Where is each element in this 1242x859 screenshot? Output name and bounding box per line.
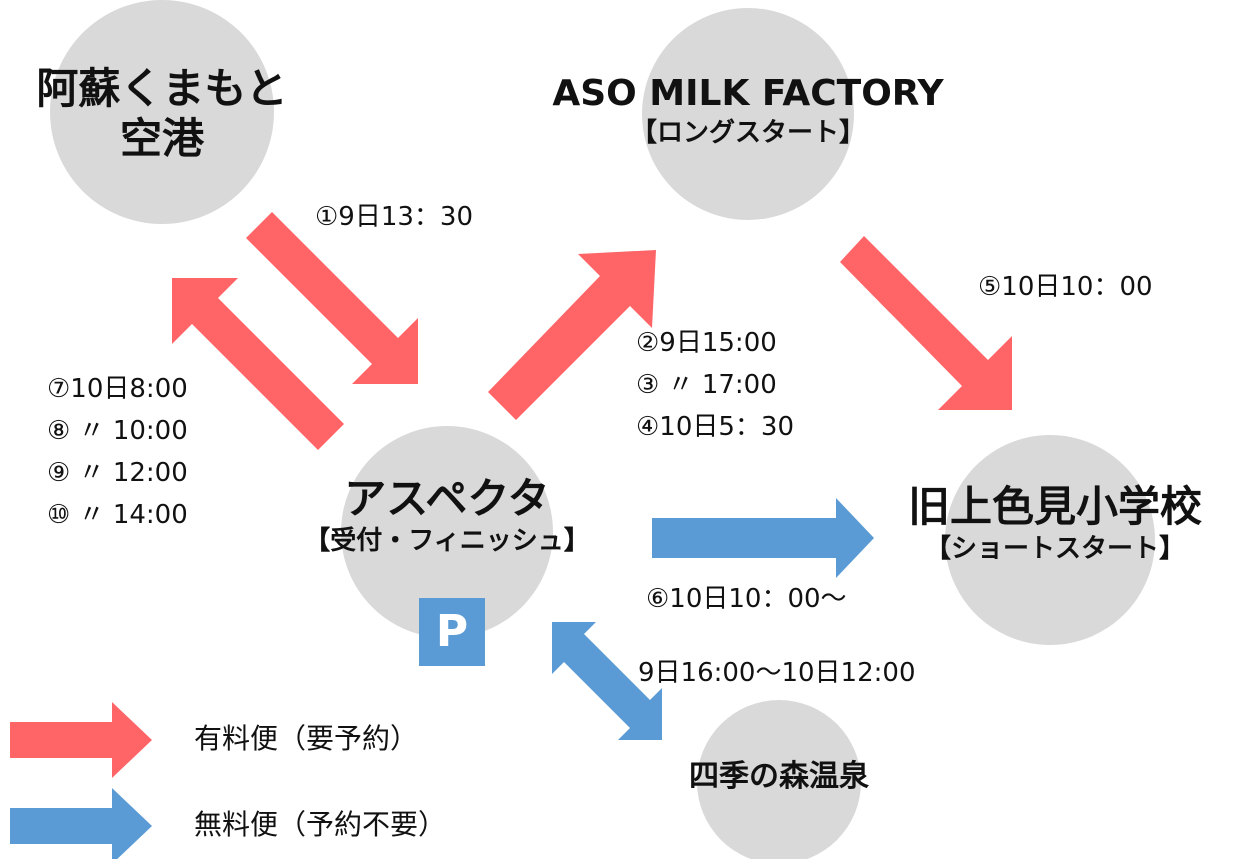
parking-icon: P [419,598,485,666]
arrow-aspekta-to-milk [488,250,656,420]
aspekta-name: アスペクタ [344,474,550,523]
time-3: ③ 〃 17:00 [636,370,777,400]
milk-factory-start-type: 【ロングスタート】 [630,118,865,148]
time-5: ⑤10日10：00 [978,272,1153,302]
airport-name: 阿蘇くまもと [36,64,288,113]
times-aspekta-to-milk: ②9日15:00 ③ 〃 17:00 ④10日5：30 [636,322,794,448]
legend-free-label: 無料便（予約不要） [194,808,447,841]
time-onsen: 9日16:00～10日12:00 [638,658,916,688]
arrow-aspekta-to-school [652,498,874,578]
arrow-milk-to-school [840,236,1012,410]
time-1: ①9日13：30 [315,202,474,232]
school-name: 旧上色見小学校 [907,482,1202,531]
time-6: ⑥10日10：00～ [646,584,847,614]
milk-factory-name: ASO MILK FACTORY [552,73,944,114]
time-4: ④10日5：30 [636,412,795,442]
legend-paid-label: 有料便（要予約） [194,722,419,755]
time-2: ②9日15:00 [636,328,777,358]
time-7: ⑦10日8:00 [47,374,188,404]
red-arrow-icon [10,702,152,778]
time-10: ⑩ 〃 14:00 [47,500,188,530]
aspekta-label: アスペクタ 【受付・フィニッシュ】 [247,474,647,558]
airport-label: 阿蘇くまもと 空港 [0,64,324,164]
milk-factory-label: ASO MILK FACTORY 【ロングスタート】 [548,72,948,150]
school-label: 旧上色見小学校 【ショートスタート】 [880,482,1230,566]
time-8: ⑧ 〃 10:00 [47,416,188,446]
aspekta-node [341,426,553,638]
aspekta-role: 【受付・フィニッシュ】 [304,526,590,556]
onsen-node [697,700,861,859]
arrow-aspekta-onsen-two-way [552,622,662,740]
onsen-name: 四季の森温泉 [689,759,869,794]
blue-arrow-icon [10,788,152,859]
airport-name-2: 空港 [119,114,204,163]
times-aspekta-to-airport: ⑦10日8:00 ⑧ 〃 10:00 ⑨ 〃 12:00 ⑩ 〃 14:00 [47,368,188,536]
school-start-type: 【ショートスタート】 [924,534,1185,564]
arrow-airport-to-aspekta [246,212,418,384]
time-9: ⑨ 〃 12:00 [47,458,188,488]
school-node [945,435,1155,645]
airport-node [50,0,274,224]
arrow-aspekta-to-airport [172,278,344,450]
milk-factory-node [642,8,854,220]
